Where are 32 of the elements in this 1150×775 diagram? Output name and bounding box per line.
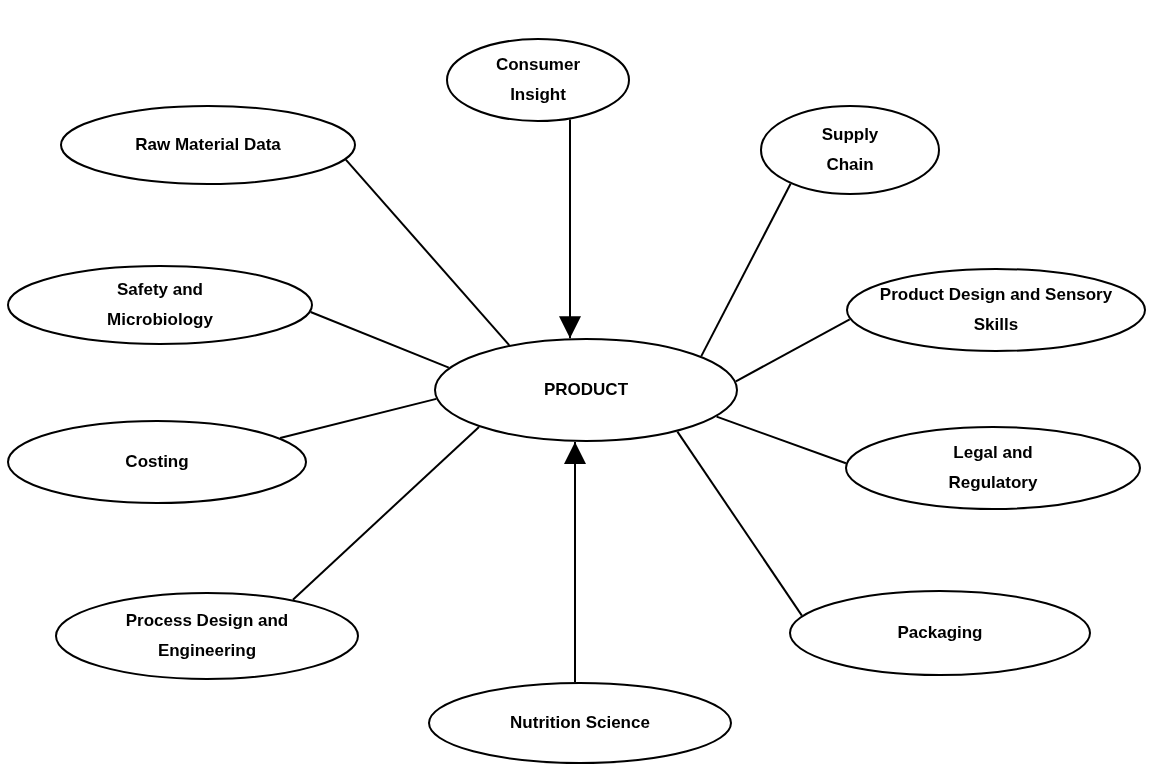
ellipse-node <box>845 426 1141 510</box>
connector-line <box>715 415 847 465</box>
ellipse-node <box>446 38 630 122</box>
arrow <box>564 440 586 683</box>
node-label: Nutrition Science <box>510 712 650 734</box>
node-label: Packaging <box>897 622 983 644</box>
node-label: Product Design and Sensory Skills <box>878 284 1114 336</box>
connector-line <box>734 318 851 383</box>
node-label: Safety and Microbiology <box>106 279 214 331</box>
ellipse-node <box>60 105 356 185</box>
ellipse-node <box>434 338 738 442</box>
node-label: Supply Chain <box>820 124 880 176</box>
ellipse-node <box>7 265 313 345</box>
ellipse-node <box>428 682 732 764</box>
connector-line <box>676 430 803 617</box>
ellipse-node <box>55 592 359 680</box>
connector-line <box>291 425 480 601</box>
ellipse-node <box>789 590 1091 676</box>
node-label: PRODUCT <box>543 379 629 401</box>
node-label: Raw Material Data <box>135 134 281 156</box>
node-label: Costing <box>125 451 189 473</box>
ellipse-node <box>7 420 307 504</box>
connector-line <box>344 158 511 347</box>
ellipse-node <box>760 105 940 195</box>
connector-line <box>279 397 438 439</box>
connector-line <box>309 311 450 369</box>
ellipse-node <box>846 268 1146 352</box>
node-label: Consumer Insight <box>494 54 582 106</box>
node-label: Legal and Regulatory <box>947 442 1039 494</box>
connector-line <box>700 182 792 358</box>
arrow <box>559 118 581 340</box>
node-label: Process Design and Engineering <box>124 610 290 662</box>
